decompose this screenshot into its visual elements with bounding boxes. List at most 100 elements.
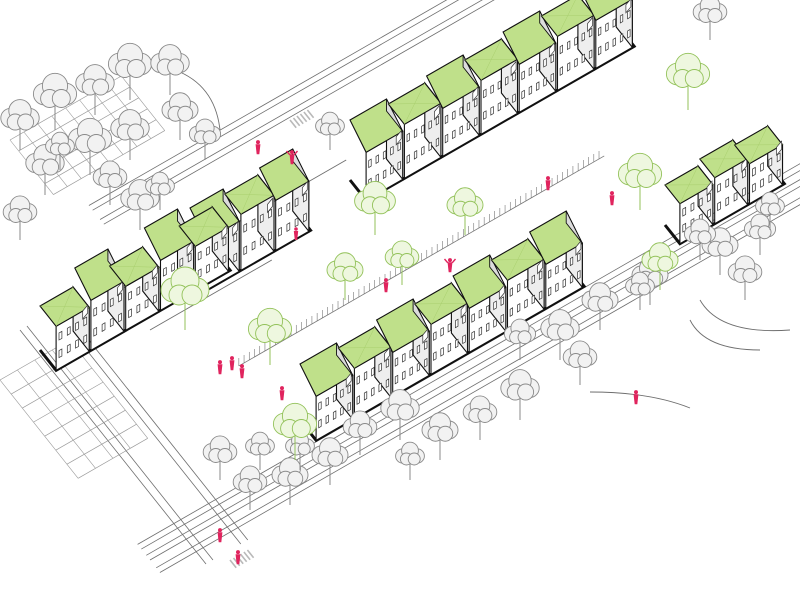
- house-window: [347, 384, 351, 395]
- house-side-window: [151, 264, 158, 280]
- house-window: [531, 294, 535, 305]
- house-window: [440, 326, 444, 337]
- deciduous-tree-icon: [562, 340, 598, 385]
- house-window: [447, 322, 452, 333]
- house-side-window: [587, 16, 593, 33]
- house-window: [222, 254, 227, 265]
- house-window: [390, 165, 394, 175]
- house-window: [459, 106, 463, 116]
- house-side-window: [625, 0, 632, 14]
- house-window: [682, 206, 687, 217]
- house-window: [83, 334, 88, 345]
- house-window: [375, 154, 379, 165]
- house-window: [512, 93, 516, 104]
- person-figure-icon: [235, 550, 241, 565]
- house-block-icon: [733, 124, 784, 205]
- house-window: [363, 370, 368, 381]
- south-street-edge-3: [149, 185, 800, 561]
- tree-canopy-lobe: [202, 130, 217, 145]
- house-window: [627, 28, 631, 39]
- house-window: [303, 212, 307, 223]
- deciduous-tree-icon: [692, 0, 728, 40]
- tree-canopy-lobe: [717, 240, 734, 257]
- deciduous-tree-icon: [727, 255, 763, 300]
- person-head: [610, 191, 614, 196]
- crosswalk-north-stripe: [306, 109, 315, 119]
- house-window: [521, 70, 525, 81]
- house-window: [214, 258, 218, 269]
- house-side-window: [345, 372, 352, 388]
- house-window: [725, 178, 730, 189]
- person-body: [235, 554, 241, 565]
- tree-canopy-lobe: [181, 284, 203, 306]
- house-window: [397, 141, 401, 152]
- house-window: [421, 124, 425, 134]
- house-window: [128, 308, 132, 319]
- house-window: [742, 186, 746, 197]
- house-window: [490, 105, 494, 116]
- house-window: [378, 362, 382, 373]
- deciduous-tree-icon: [311, 437, 349, 485]
- house-window: [413, 128, 418, 139]
- deciduous-tree-icon: [743, 213, 777, 255]
- house-window: [390, 145, 394, 156]
- house-window: [483, 110, 487, 120]
- house-side-window: [510, 60, 517, 77]
- tree-canopy-lobe: [327, 122, 341, 136]
- highlighted-tree-icon: [272, 402, 318, 460]
- house-window: [478, 308, 483, 319]
- house-window: [222, 236, 227, 247]
- house-window: [524, 298, 528, 309]
- house-window: [179, 257, 184, 268]
- house-window: [581, 31, 585, 42]
- house-window: [101, 322, 106, 333]
- north-street-edge-2: [99, 0, 483, 220]
- deciduous-tree-icon: [421, 412, 459, 460]
- house-window: [109, 317, 114, 328]
- house-window: [444, 114, 449, 125]
- house-side-window: [422, 328, 429, 344]
- house-window: [163, 266, 167, 277]
- house-window: [136, 285, 141, 296]
- house-roof-diagonal: [430, 282, 452, 325]
- person-head: [634, 390, 638, 395]
- house-window: [598, 45, 602, 56]
- house-window: [505, 97, 509, 108]
- house-window: [550, 72, 554, 83]
- deciduous-tree-icon: [0, 99, 40, 150]
- deciduous-tree-icon: [683, 218, 717, 260]
- house-window: [318, 401, 322, 411]
- house-window: [325, 414, 329, 425]
- person-figure-icon: [255, 140, 261, 155]
- tree-canopy-lobe: [297, 442, 311, 456]
- tree-canopy-lobe: [157, 182, 171, 196]
- house-side-window: [472, 85, 479, 102]
- courtyard-ramp-edge: [149, 259, 273, 331]
- house-roof-diagonal: [480, 38, 502, 81]
- house-roof-gable: [565, 210, 583, 244]
- trees: [0, 0, 785, 510]
- house-window: [474, 116, 478, 127]
- house-window: [93, 306, 98, 317]
- deciduous-tree-icon: [285, 431, 315, 470]
- house-window: [421, 145, 425, 156]
- house-window: [58, 348, 63, 359]
- crosswalk-north-stripe: [292, 117, 301, 127]
- person-arm: [293, 150, 299, 156]
- house-window: [197, 250, 202, 261]
- person-body: [447, 262, 453, 273]
- house-window: [233, 252, 238, 263]
- house-window: [466, 121, 471, 131]
- house-window: [555, 282, 559, 293]
- house-window: [776, 152, 781, 163]
- house-window: [214, 241, 218, 252]
- person-body: [633, 394, 639, 405]
- house-window: [382, 150, 387, 160]
- person-body: [279, 390, 285, 401]
- house-window: [187, 252, 192, 263]
- house-window: [725, 196, 730, 207]
- house-window: [93, 326, 98, 337]
- deciduous-tree-icon: [271, 457, 309, 505]
- house-window: [109, 297, 114, 308]
- house-window: [286, 222, 291, 233]
